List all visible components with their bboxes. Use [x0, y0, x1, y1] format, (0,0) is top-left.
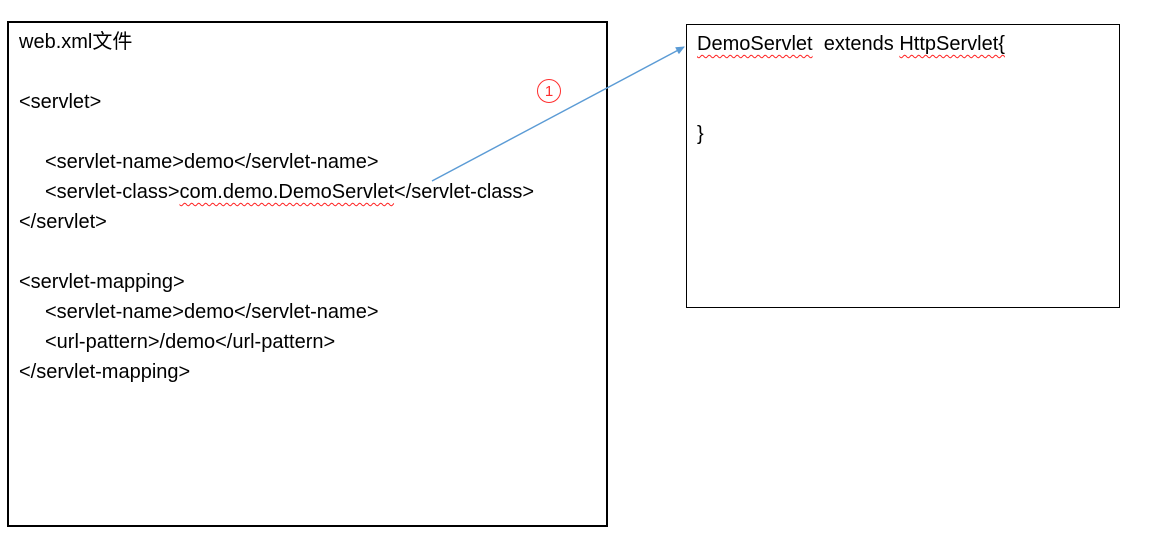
webxml-file-box: web.xml文件 <servlet> <servlet-name>demo</… — [7, 21, 608, 527]
blank-line — [19, 117, 596, 147]
servlet-mapping-close-tag-line: </servlet-mapping> — [19, 361, 191, 383]
blank-line — [697, 89, 1109, 119]
servlet-class-box: DemoServlet extends HttpServlet{ } — [686, 24, 1120, 308]
servlet-open-tag-line: <servlet> — [19, 91, 102, 113]
closing-brace-line: } — [697, 123, 704, 145]
blank-line — [697, 59, 1109, 89]
servlet-class-close-tag: </servlet-class> — [394, 181, 535, 203]
superclass-name: HttpServlet{ — [899, 33, 1005, 55]
servlet-class-value: com.demo.DemoServlet — [179, 181, 395, 203]
class-declaration-line: DemoServlet extends HttpServlet{ — [697, 29, 1109, 59]
webxml-content: web.xml文件 <servlet> <servlet-name>demo</… — [9, 23, 606, 391]
mapping-servlet-name-line: <servlet-name>demo</servlet-name> — [45, 301, 379, 323]
servlet-class-line: <servlet-class>com.demo.DemoServlet</ser… — [19, 177, 596, 207]
blank-line — [19, 57, 596, 87]
url-pattern-line: <url-pattern>/demo</url-pattern> — [45, 331, 336, 353]
servlet-name-line: <servlet-name>demo</servlet-name> — [45, 151, 379, 173]
webxml-box-title: web.xml文件 — [19, 31, 133, 53]
servlet-close-tag-line: </servlet> — [19, 211, 107, 233]
servlet-mapping-open-tag-line: <servlet-mapping> — [19, 271, 185, 293]
servlet-class-open-tag: <servlet-class> — [45, 181, 180, 203]
class-name: DemoServlet — [697, 33, 813, 55]
class-declaration-content: DemoServlet extends HttpServlet{ } — [687, 25, 1119, 153]
step-1-badge: 1 — [537, 79, 561, 103]
extends-keyword: extends — [812, 33, 900, 55]
blank-line — [19, 237, 596, 267]
